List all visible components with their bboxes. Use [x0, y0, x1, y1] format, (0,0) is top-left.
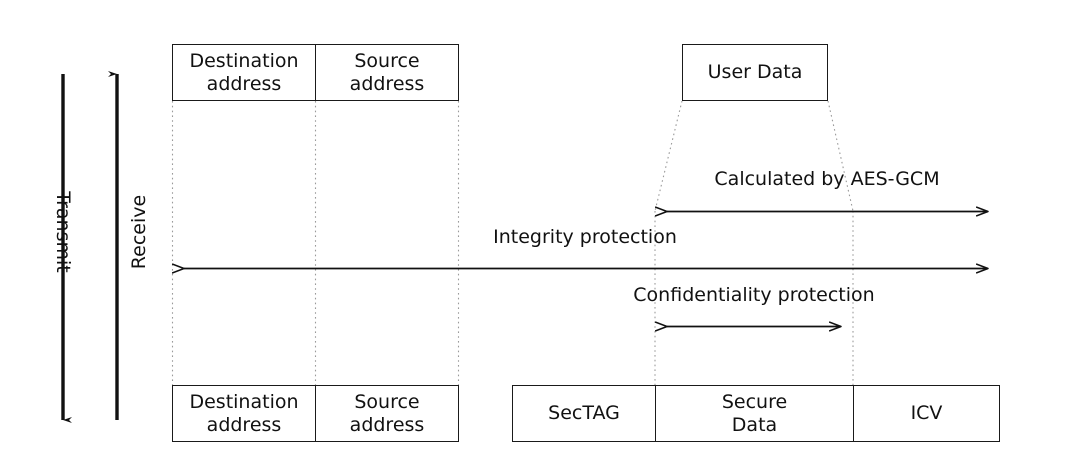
- top-destination-address-line1: Destination: [189, 50, 299, 73]
- secure-data-line2: Data: [731, 413, 778, 436]
- top-source-address-cell: Source address: [315, 44, 459, 101]
- transmit-label: Transmit: [52, 191, 74, 273]
- sectag-label: SecTAG: [548, 402, 620, 425]
- user-data-cell: User Data: [682, 44, 828, 101]
- bottom-source-address-line1: Source: [354, 391, 420, 414]
- icv-label: ICV: [910, 402, 943, 425]
- top-destination-address-cell: Destination address: [172, 44, 316, 101]
- secure-data-line1: Secure: [721, 391, 788, 414]
- top-destination-address-line2: address: [206, 72, 282, 95]
- payload-guide-lines: [654, 100, 854, 385]
- receive-label: Receive: [128, 194, 150, 270]
- integrity-protection-label: Integrity protection: [493, 226, 677, 248]
- secure-data-cell: Secure Data: [655, 385, 854, 442]
- user-data-label: User Data: [707, 61, 803, 84]
- icv-cell: ICV: [853, 385, 1000, 442]
- aes-gcm-label: Calculated by AES-GCM: [714, 168, 940, 190]
- sectag-cell: SecTAG: [512, 385, 656, 442]
- bottom-destination-address-cell: Destination address: [172, 385, 316, 442]
- bottom-source-address-cell: Source address: [315, 385, 459, 442]
- top-source-address-line1: Source: [354, 50, 420, 73]
- frame-guide-lines: [171, 101, 460, 385]
- bottom-destination-address-line1: Destination: [189, 391, 299, 414]
- bottom-source-address-line2: address: [349, 413, 425, 436]
- confidentiality-protection-label: Confidentiality protection: [633, 284, 875, 306]
- bottom-destination-address-line2: address: [206, 413, 282, 436]
- top-source-address-line2: address: [349, 72, 425, 95]
